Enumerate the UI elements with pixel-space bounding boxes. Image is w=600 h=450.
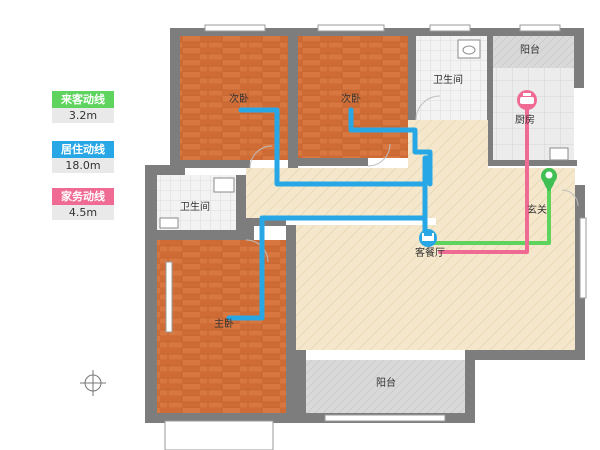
balcony-top-floor	[493, 36, 574, 68]
pot-icon	[517, 90, 537, 110]
legend-housework-label: 家务动线	[52, 188, 114, 205]
compass-icon	[80, 370, 106, 396]
label-master-bedroom: 主卧	[214, 317, 234, 330]
legend-guest-value: 3.2m	[52, 108, 114, 123]
living-path-master	[226, 235, 265, 321]
label-secondary-bedroom-1: 次卧	[229, 92, 249, 105]
sofa-icon	[419, 229, 437, 247]
guest-path	[428, 184, 551, 245]
legend-living-label: 居住动线	[52, 141, 114, 158]
legend-guest: 来客动线 3.2m	[52, 91, 114, 123]
label-balcony-top: 阳台	[520, 43, 540, 56]
living-path-corridor	[259, 181, 428, 241]
location-pin-icon	[541, 168, 557, 192]
fixtures	[159, 39, 569, 229]
secondary-bedroom-2-floor	[298, 36, 408, 158]
label-kitchen: 厨房	[515, 113, 535, 126]
legend-housework: 家务动线 4.5m	[52, 188, 114, 220]
legend-living-value: 18.0m	[52, 158, 114, 173]
legend-living: 居住动线 18.0m	[52, 141, 114, 173]
housework-path	[438, 104, 529, 254]
windows	[164, 24, 587, 450]
label-bathroom-left: 卫生间	[180, 200, 210, 213]
legend-housework-value: 4.5m	[52, 205, 114, 220]
label-entrance: 玄关	[527, 203, 547, 216]
label-balcony-bottom: 阳台	[376, 376, 396, 389]
label-secondary-bedroom-2: 次卧	[341, 92, 361, 105]
legend-guest-label: 来客动线	[52, 91, 114, 108]
room-labels: 次卧 次卧 卫生间 阳台 厨房 卫生间 玄关 客餐厅 主卧 阳台	[180, 43, 547, 389]
balcony-bottom-floor	[306, 360, 465, 413]
label-living-dining: 客餐厅	[415, 246, 445, 259]
circulation-paths	[226, 104, 551, 321]
corridor-floor-2	[408, 120, 488, 168]
kitchen-floor	[493, 68, 574, 160]
label-bathroom-top: 卫生间	[433, 73, 463, 86]
living-path-bedroom-1	[238, 107, 433, 187]
secondary-bedroom-1-floor	[180, 36, 288, 160]
living-path-bedroom-2	[348, 107, 433, 187]
